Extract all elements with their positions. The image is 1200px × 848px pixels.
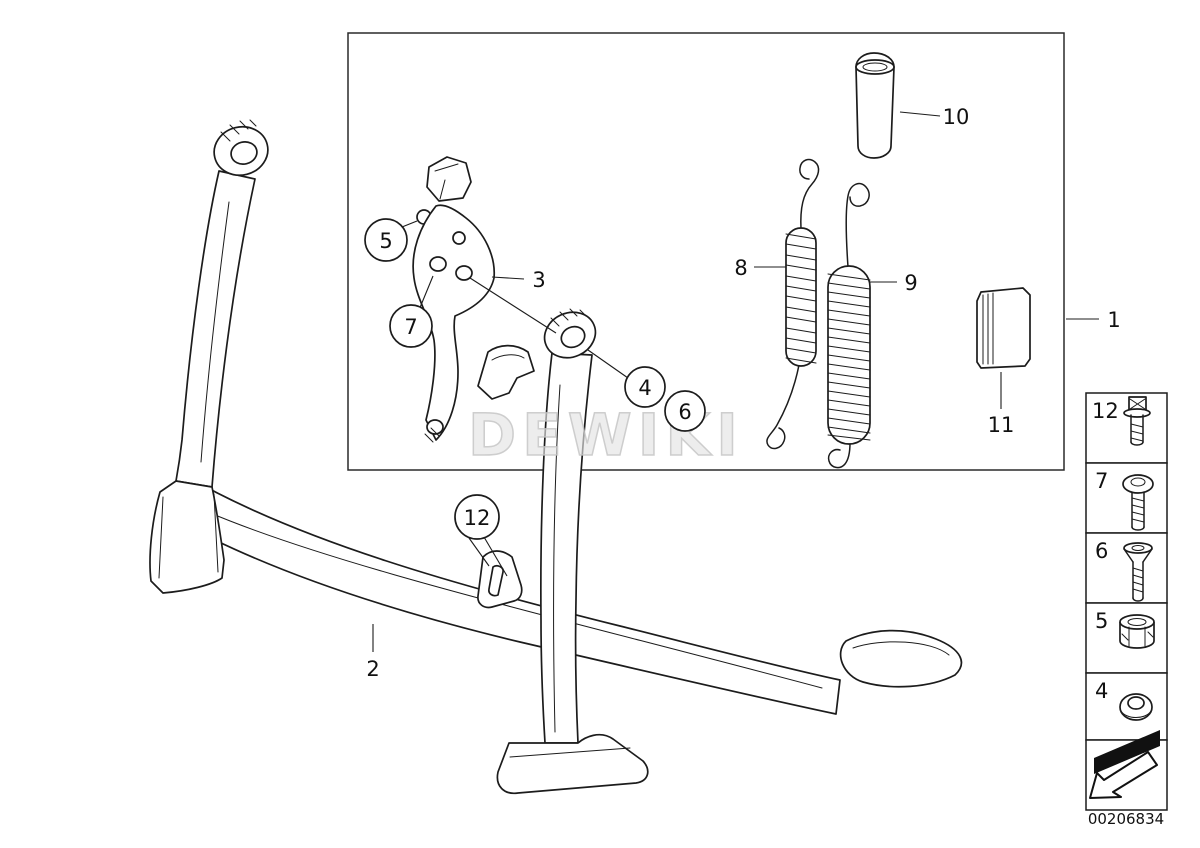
stop-latch-contour — [491, 354, 525, 361]
legend-row-6: 6 — [1085, 532, 1168, 604]
pivot-pin-icon — [1123, 396, 1151, 446]
label-3: 3 — [532, 268, 545, 292]
legend-row-12: 12 — [1085, 392, 1168, 464]
leader-5 — [401, 220, 418, 228]
callout-label: 7 — [404, 315, 417, 339]
bracket-hole-lower — [426, 419, 444, 435]
booklet-pages — [976, 287, 1031, 365]
direction-arrow-icon — [1089, 751, 1158, 799]
callout-circle — [624, 366, 666, 408]
bushing-icon — [1119, 693, 1153, 721]
left-foot-pad — [149, 480, 225, 594]
legend-row-4: 4 — [1085, 672, 1168, 741]
legend-label: 4 — [1095, 679, 1108, 703]
center-eye-hatching — [550, 308, 587, 327]
rubber-stop-contours — [434, 163, 459, 200]
callout-circle — [364, 218, 408, 262]
foot-pedal-contour — [852, 641, 950, 656]
legend-row-7: 7 — [1085, 462, 1168, 534]
spring-tab-slot — [488, 564, 504, 597]
center-leg-eye-hole — [560, 325, 586, 349]
left-foot-contours — [158, 493, 219, 579]
callout-12: 12 — [454, 494, 500, 540]
bracket-hole-upper — [452, 231, 466, 245]
spring8-top-hook — [799, 158, 820, 230]
callout-4: 4 — [624, 366, 666, 408]
hardware-legend: 12 7 6 — [1085, 392, 1168, 811]
countersunk-screw-icon — [1123, 542, 1153, 602]
bracket-hole-right — [455, 265, 473, 281]
left-eye-hatching — [220, 119, 257, 142]
pan-head-screw-icon — [1122, 474, 1154, 531]
center-leg-contour-line — [553, 384, 561, 733]
sleeve-opening — [855, 59, 895, 75]
bracket-hatching — [424, 427, 440, 443]
spring9-top-hook — [845, 182, 870, 268]
spring8-bottom-hook — [766, 364, 800, 450]
callout-6: 6 — [664, 390, 706, 432]
center-foot-contour — [509, 747, 631, 758]
foot-pedal — [839, 629, 963, 688]
left-arm-contour-line — [200, 201, 230, 463]
center-foot-pad — [496, 733, 649, 795]
booklet-cover — [976, 287, 1031, 369]
stop-latch — [477, 344, 535, 400]
return-spring-part-9 — [827, 182, 871, 469]
label-2: 2 — [366, 657, 379, 681]
leader-12a — [468, 537, 490, 567]
rubber-sleeve-part-10 — [855, 52, 895, 159]
callout-7: 7 — [389, 304, 433, 348]
lock-nut-icon — [1119, 614, 1155, 649]
spring8-coils — [785, 233, 817, 364]
legend-label: 7 — [1095, 469, 1108, 493]
bracket-hole-left — [429, 256, 447, 272]
booklet-part-11 — [976, 287, 1031, 369]
callout-5: 5 — [364, 218, 408, 262]
leader-lines — [372, 111, 1099, 652]
leader-4 — [587, 349, 629, 379]
label-11: 11 — [988, 413, 1015, 437]
spring9-coils — [827, 273, 871, 441]
assembly-line — [469, 277, 557, 334]
label-8: 8 — [734, 256, 747, 280]
parts-box-border — [347, 32, 1065, 471]
left-arm — [175, 170, 256, 488]
label-10: 10 — [943, 105, 970, 129]
legend-label: 6 — [1095, 539, 1108, 563]
arrow-stripe — [1094, 730, 1160, 774]
left-arm-eye-hole — [230, 141, 258, 165]
crossmember-contour-line — [207, 511, 823, 689]
callout-label: 5 — [379, 229, 392, 253]
sleeve-body — [855, 52, 895, 159]
leader-7 — [418, 275, 434, 311]
mounting-bracket-part-3 — [412, 156, 496, 443]
callout-circle — [389, 304, 433, 348]
drawing-number: 00206834 — [1088, 810, 1164, 828]
callout-label: 4 — [638, 376, 651, 400]
callout-circle — [454, 494, 500, 540]
leader-3 — [491, 276, 525, 280]
callout-label: 6 — [678, 400, 691, 424]
sleeve-inner-wall — [862, 62, 888, 72]
leader-12b — [483, 536, 508, 577]
legend-cell — [1085, 462, 1168, 534]
legend-row-5: 5 — [1085, 602, 1168, 674]
leader-10 — [899, 111, 941, 117]
callout-label: 12 — [464, 506, 491, 530]
rubber-stop-block — [426, 156, 472, 202]
callout-circle — [664, 390, 706, 432]
legend-label: 5 — [1095, 609, 1108, 633]
spring9-bottom-hook — [827, 442, 851, 469]
legend-row-arrow — [1085, 730, 1168, 811]
label-9: 9 — [904, 271, 917, 295]
label-1: 1 — [1107, 308, 1120, 332]
return-spring-part-8 — [766, 158, 820, 450]
crossmember — [175, 475, 841, 715]
center-stand-assembly — [149, 119, 963, 795]
legend-label: 12 — [1092, 399, 1119, 423]
